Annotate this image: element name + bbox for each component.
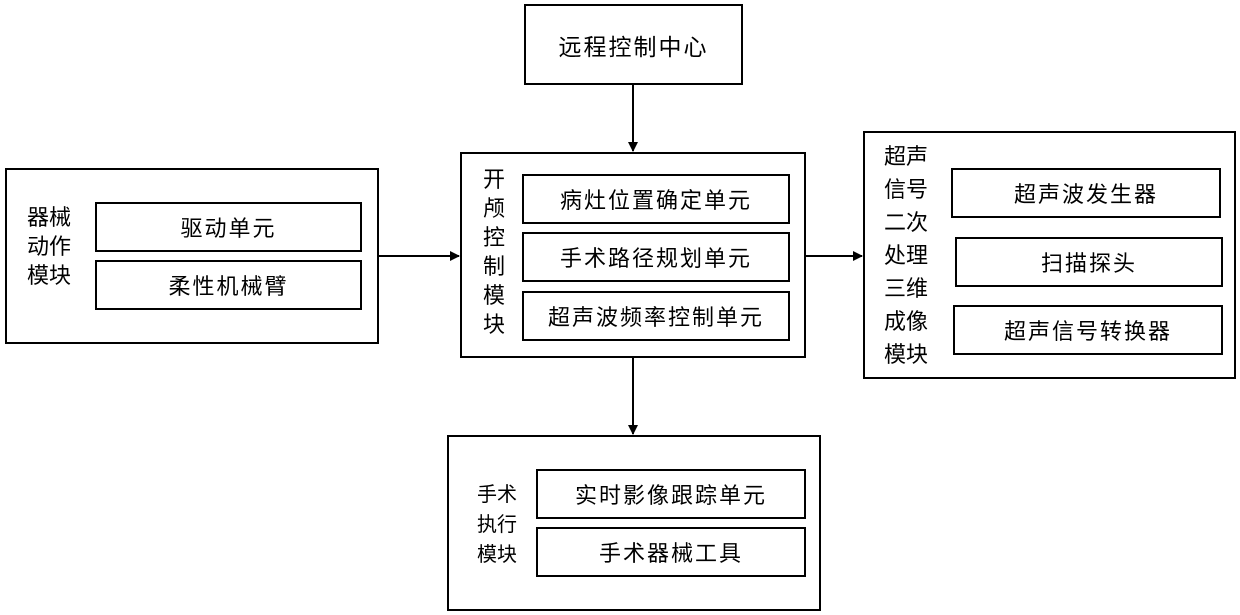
instrument-action-module: 器械 动作 模块 驱动单元 柔性机械臂 xyxy=(5,168,379,344)
craniotomy-module-label: 开 颅 控 制 模 块 xyxy=(474,166,514,340)
ultrasound-module-label: 超声 信号 二次 处理 三维 成像 模块 xyxy=(877,141,935,372)
craniotomy-control-module: 开 颅 控 制 模 块 病灶位置确定单元 手术路径规划单元 超声波频率控制单元 xyxy=(460,152,806,358)
ultrasound-signal-converter: 超声信号转换器 xyxy=(953,305,1223,355)
ultrasound-generator: 超声波发生器 xyxy=(951,168,1221,218)
flexible-robotic-arm: 柔性机械臂 xyxy=(95,260,362,310)
instrument-module-label: 器械 动作 模块 xyxy=(17,204,81,291)
remote-control-center-label: 远程控制中心 xyxy=(559,28,709,62)
surgery-module-label: 手术 执行 模块 xyxy=(471,479,523,569)
lesion-location-unit: 病灶位置确定单元 xyxy=(522,174,790,224)
surgery-execution-module: 手术 执行 模块 实时影像跟踪单元 手术器械工具 xyxy=(447,435,821,611)
realtime-image-tracking-unit: 实时影像跟踪单元 xyxy=(536,469,806,519)
ultrasound-3d-imaging-module: 超声 信号 二次 处理 三维 成像 模块 超声波发生器 扫描探头 超声信号转换器 xyxy=(863,131,1236,379)
ultrasound-frequency-control-unit: 超声波频率控制单元 xyxy=(522,291,790,341)
remote-control-center-box: 远程控制中心 xyxy=(524,4,743,85)
scanning-probe: 扫描探头 xyxy=(955,237,1223,287)
surgical-path-planning-unit: 手术路径规划单元 xyxy=(522,232,790,282)
surgical-instrument-tool: 手术器械工具 xyxy=(536,527,806,577)
drive-unit: 驱动单元 xyxy=(95,202,362,252)
